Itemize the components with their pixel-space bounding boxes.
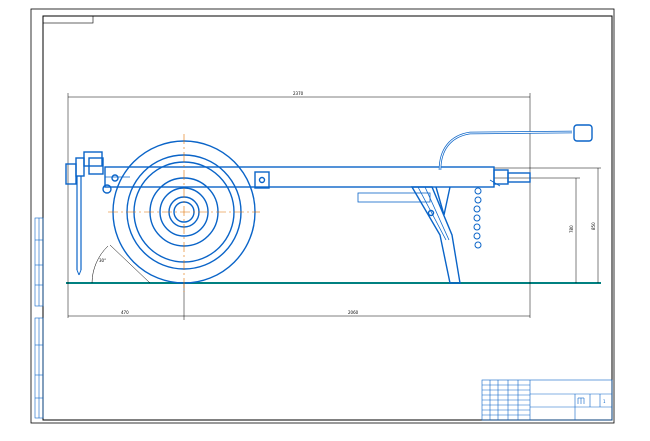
sheet-number: 1 bbox=[603, 399, 606, 404]
support-leg bbox=[410, 186, 461, 284]
wheel-centerlines bbox=[108, 134, 260, 292]
frame-bracket bbox=[254, 171, 270, 189]
safety-chain bbox=[473, 187, 482, 249]
dim-angle: 30° bbox=[99, 258, 106, 263]
side-stamp bbox=[34, 217, 44, 419]
dimension-lines bbox=[67, 93, 601, 320]
title-block bbox=[481, 379, 613, 421]
frame-beam bbox=[104, 166, 495, 188]
dim-base-length: 2060 bbox=[348, 310, 359, 315]
dim-frame-height: 850 bbox=[591, 222, 596, 230]
dim-overall-length: 2370 bbox=[293, 91, 304, 96]
cable-plug bbox=[438, 124, 593, 171]
jockey-post bbox=[65, 151, 119, 276]
dim-left-overhang: 470 bbox=[121, 310, 129, 315]
sheet-frame bbox=[30, 8, 615, 424]
trailer-body bbox=[65, 124, 593, 284]
dim-drawbar-height: 780 bbox=[569, 225, 574, 233]
leg-plate bbox=[357, 192, 431, 203]
hitch-coupler bbox=[489, 169, 531, 187]
